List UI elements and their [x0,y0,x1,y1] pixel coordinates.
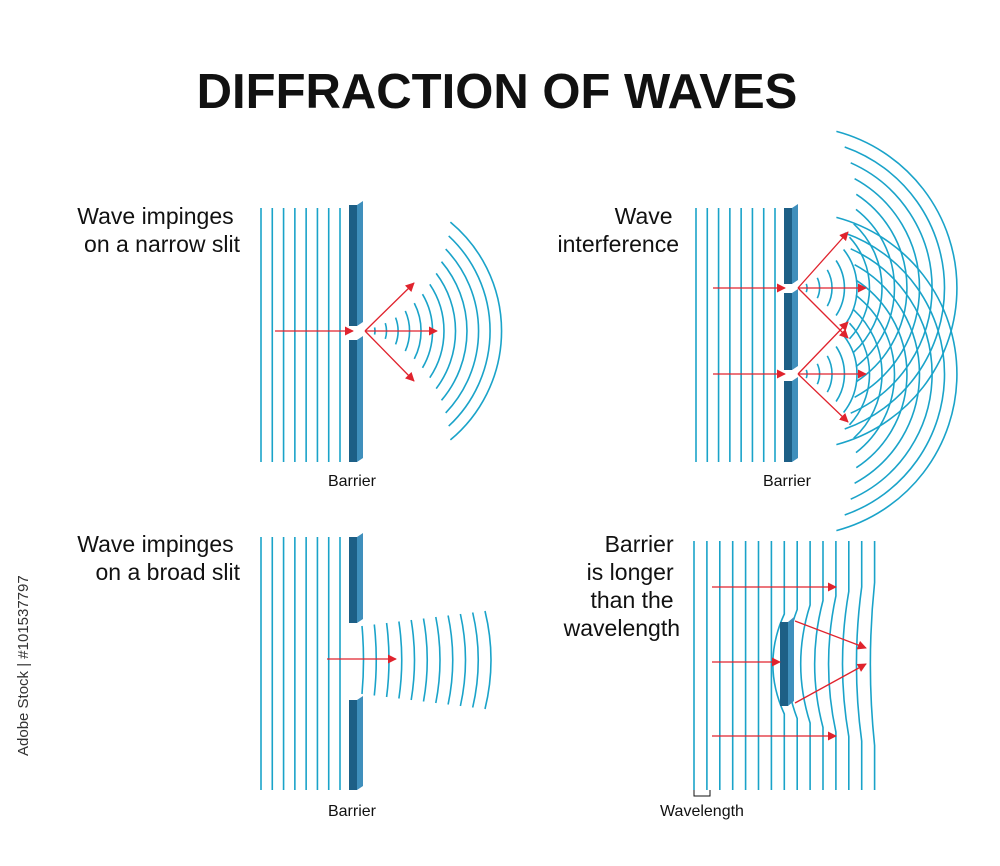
wavefront-arc [855,294,896,454]
panel-narrow-slit: Wave impinges on a narrow slit Barrier [77,201,503,490]
wavefront-arc [385,622,390,698]
bent-ray [794,620,867,650]
barrier-label: Barrier [763,473,812,490]
wave-rays [713,231,867,423]
wavefront-arc [440,261,468,401]
wavefront-arc [435,272,457,390]
wavefront-arc [853,223,883,353]
wavefront-line [827,541,837,790]
bent-ray [794,663,867,704]
wavefront-arc [836,216,958,532]
diffracted-wavefronts [361,610,492,710]
barrier-side [357,201,363,326]
barrier-side [357,336,363,462]
barrier [349,533,363,790]
wavefront-line [813,541,824,790]
barrier [784,204,798,462]
panel-caption: Barrier is longer than the wavelength [563,531,680,641]
diffracted-ray [364,330,415,382]
barrier-side [792,204,798,284]
wavefront-arc [471,612,480,708]
wavefront-arc [855,193,908,383]
barrier-bottom-segment [784,381,792,462]
barrier-side [792,377,798,462]
wavelength-label: Wavelength [660,803,744,820]
barrier-lower [349,340,357,462]
wave-rays [275,282,438,382]
diffracted-ray [364,282,415,332]
caption-line: on a broad slit [96,559,241,585]
wavefront-line [799,541,811,790]
barrier-side [357,533,363,623]
wavefront-arc [445,248,480,414]
panel-caption: Wave impinges on a narrow slit [77,203,240,257]
wavefront-arc [836,130,958,446]
incident-plane-waves [260,537,341,790]
wavefront-arc [447,615,454,705]
diffracted-ray [797,321,849,375]
wavefront-arc [854,177,921,399]
caption-line: on a narrow slit [84,231,241,257]
wave-rays [712,582,867,741]
wavefront-arc [459,613,467,707]
wavefront-arc [410,619,416,701]
wavefront-arc [422,618,429,702]
wavefront-arc [853,309,883,439]
panel-interference: Wave interference Barrier [558,130,958,532]
incident-plane-waves [260,208,341,462]
page-title: DIFFRACTION OF WAVES [197,65,798,119]
wavefront-arc [848,322,871,426]
barrier [780,617,794,706]
wavefront-arc [398,621,403,699]
barrier-label: Barrier [328,803,377,820]
barrier [349,201,363,462]
long-barrier [780,622,788,706]
barrier-side [357,696,363,790]
wavefront-arc [435,616,441,704]
wavefront-arc [449,221,503,441]
wavefront-arc [844,232,946,516]
panel-caption: Wave interference [558,203,679,257]
incident-plane-waves [695,208,776,462]
barrier-top-segment [784,208,792,284]
wavefront-arc [854,263,921,485]
panel-broad-slit: Wave impinges on a broad slit Barrier [77,531,492,820]
panel-long-barrier: Barrier is longer than the wavelength Wa… [563,531,876,820]
barrier-label: Barrier [328,473,377,490]
caption-line: Wave [615,203,673,229]
wavefront-arc [855,279,908,469]
caption-line: Wave impinges [77,531,233,557]
wavefront-arc [855,208,896,368]
caption-line: Wave impinges [77,203,233,229]
caption-line: than the [590,587,673,613]
diffracted-ray [797,231,849,289]
barrier-middle-segment [784,293,792,370]
barrier-side [792,289,798,370]
caption-line: interference [558,231,679,257]
wavefront-arc [429,283,445,379]
barrier-upper [349,205,357,326]
wavefront-line [841,541,850,790]
diffracted-wavefronts [805,130,958,532]
diffracted-ray [797,373,849,423]
caption-line: wavelength [563,615,680,641]
wavefront-line [869,541,876,790]
barrier-side [788,617,794,706]
wavefront-arc [361,625,365,695]
wavefront-arc [373,624,378,696]
wavefront-arc [848,236,871,340]
wavefront-line [855,541,863,790]
caption-line: Barrier [605,531,674,557]
barrier-lower [349,700,357,790]
wavefront-arc [448,235,491,427]
caption-line: is longer [587,559,674,585]
stock-credit: Adobe Stock | #101537797 [15,575,32,756]
wavelength-bracket [693,790,711,797]
panel-caption: Wave impinges on a broad slit [77,531,240,585]
wavefront-arc [844,146,946,430]
barrier-upper [349,537,357,623]
wavefront-arc [484,610,492,710]
